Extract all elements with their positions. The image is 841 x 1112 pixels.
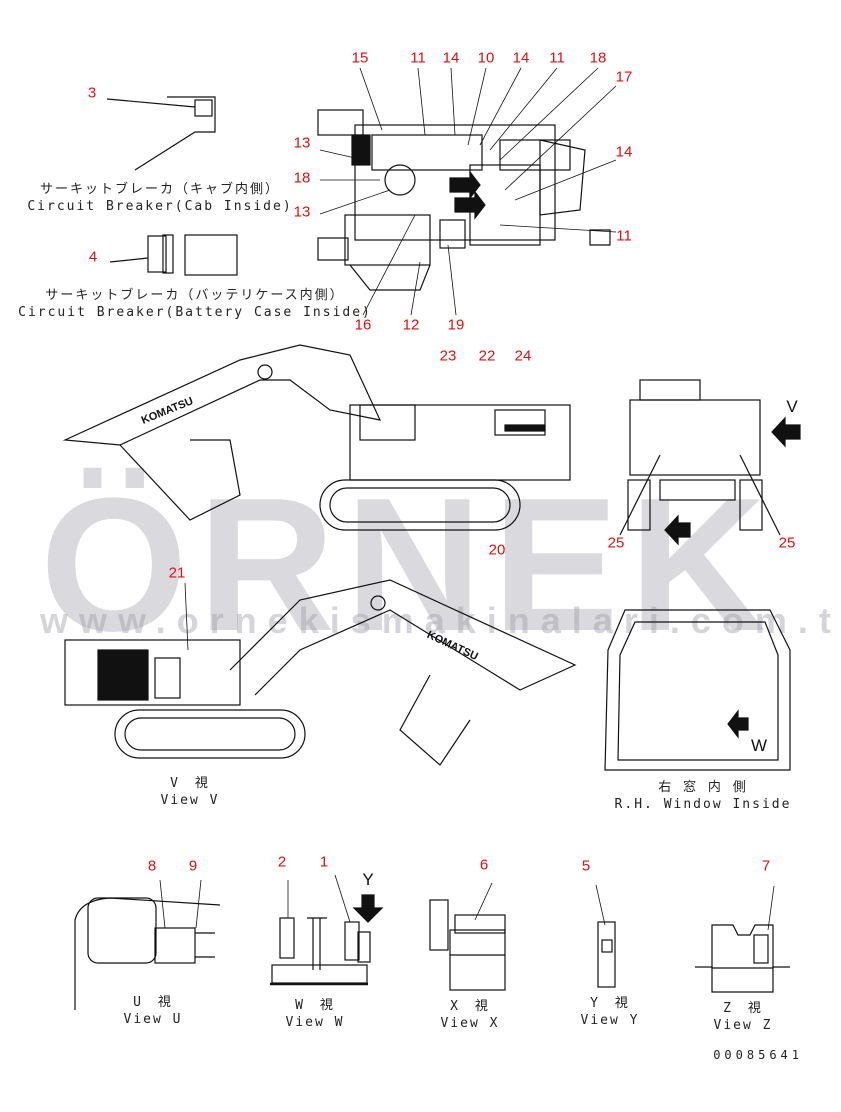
caption-view-w: W 視 View W xyxy=(286,997,345,1031)
callout-number: 16 xyxy=(354,316,372,334)
callout-number: 10 xyxy=(477,49,495,67)
excavator-view-v xyxy=(64,579,577,766)
caption-rh-window: 右 窓 内 側 R.H. Window Inside xyxy=(615,779,792,813)
callout-number: 8 xyxy=(147,857,157,875)
view-z-drawing xyxy=(695,885,790,993)
callout-number: 25 xyxy=(778,534,796,552)
caption-jp: X 視 xyxy=(450,999,490,1014)
caption-view-y: Y 視 View Y xyxy=(581,995,640,1029)
callout-number: 25 xyxy=(607,534,625,552)
view-marker-v: V xyxy=(786,397,798,416)
circuit-breaker-cab-drawing xyxy=(106,96,216,171)
callout-number: 19 xyxy=(447,316,465,334)
caption-jp: サーキットブレーカ（バッテリケース内側） xyxy=(45,288,345,303)
callout-number: 21 xyxy=(168,564,186,582)
callout-number: 14 xyxy=(615,143,633,161)
caption-jp: サーキットブレーカ（キャブ内側） xyxy=(39,182,281,197)
rh-window-drawing xyxy=(604,609,791,771)
callout-number: 6 xyxy=(479,856,489,874)
watermark-brand: ÖRNEK xyxy=(40,459,777,671)
caption-jp: Y 視 xyxy=(590,996,630,1011)
caption-jp: V 視 xyxy=(170,776,210,791)
caption-en: View Z xyxy=(713,1018,773,1033)
callout-number: 18 xyxy=(293,169,311,187)
callout-number: 17 xyxy=(615,68,633,86)
callout-number: 23 xyxy=(439,347,457,365)
callout-number: 22 xyxy=(478,347,496,365)
callout-number: 14 xyxy=(442,49,460,67)
view-marker-w: W xyxy=(750,736,768,755)
caption-jp: W 視 xyxy=(295,998,335,1013)
callout-number: 4 xyxy=(88,248,98,266)
caption-jp: U 視 xyxy=(133,995,173,1010)
callout-number: 24 xyxy=(514,347,532,365)
caption-en: View V xyxy=(160,793,220,808)
caption-view-z: Z 視 View Z xyxy=(714,1000,773,1034)
callout-number: 7 xyxy=(761,857,771,875)
caption-en: View X xyxy=(440,1016,500,1031)
callout-number: 14 xyxy=(512,49,530,67)
callout-number: 12 xyxy=(402,316,420,334)
upper-structure-top-view xyxy=(317,67,617,316)
callout-number: 13 xyxy=(293,203,311,221)
caption-cab-breaker: サーキットブレーカ（キャブ内側） Circuit Breaker(Cab Ins… xyxy=(27,181,292,215)
document-number: 00085641 xyxy=(713,1048,803,1062)
caption-view-v: V 視 View V xyxy=(161,775,220,809)
caption-view-u: U 視 View U xyxy=(124,994,183,1028)
watermark-url: www.ornekismakinalari.com.tr xyxy=(40,600,841,641)
view-marker-y: Y xyxy=(362,870,374,889)
callout-number: 5 xyxy=(581,857,591,875)
caption-en: View W xyxy=(285,1015,345,1030)
callout-number: 11 xyxy=(410,49,426,67)
callout-number: 3 xyxy=(87,84,97,102)
caption-jp: Z 視 xyxy=(723,1001,763,1016)
callout-number: 18 xyxy=(589,49,607,67)
callout-number: 11 xyxy=(549,49,565,67)
caption-battery-breaker: サーキットブレーカ（バッテリケース内側） Circuit Breaker(Bat… xyxy=(18,287,372,321)
caption-en: R.H. Window Inside xyxy=(614,797,792,812)
caption-en: View Y xyxy=(580,1013,640,1028)
callout-number: 1 xyxy=(319,853,329,871)
view-u-drawing xyxy=(74,879,221,1010)
callout-number: 20 xyxy=(488,541,506,559)
view-y-drawing xyxy=(595,884,616,988)
excavator-rear-view xyxy=(619,379,801,546)
circuit-breaker-battery-drawing xyxy=(109,234,238,276)
caption-jp: 右 窓 内 側 xyxy=(658,780,748,795)
callout-number: 11 xyxy=(616,227,632,245)
excavator-side-view xyxy=(62,344,571,531)
caption-en: View U xyxy=(123,1012,183,1027)
callout-number: 13 xyxy=(293,134,311,152)
callout-number: 9 xyxy=(188,857,198,875)
caption-view-x: X 視 View X xyxy=(441,998,500,1032)
view-w-drawing xyxy=(270,874,384,986)
caption-en: Circuit Breaker(Battery Case Inside) xyxy=(18,305,372,320)
callout-number: 15 xyxy=(351,49,369,67)
caption-en: Circuit Breaker(Cab Inside) xyxy=(27,199,293,214)
callout-number: 2 xyxy=(277,853,287,871)
view-x-drawing xyxy=(429,882,506,991)
